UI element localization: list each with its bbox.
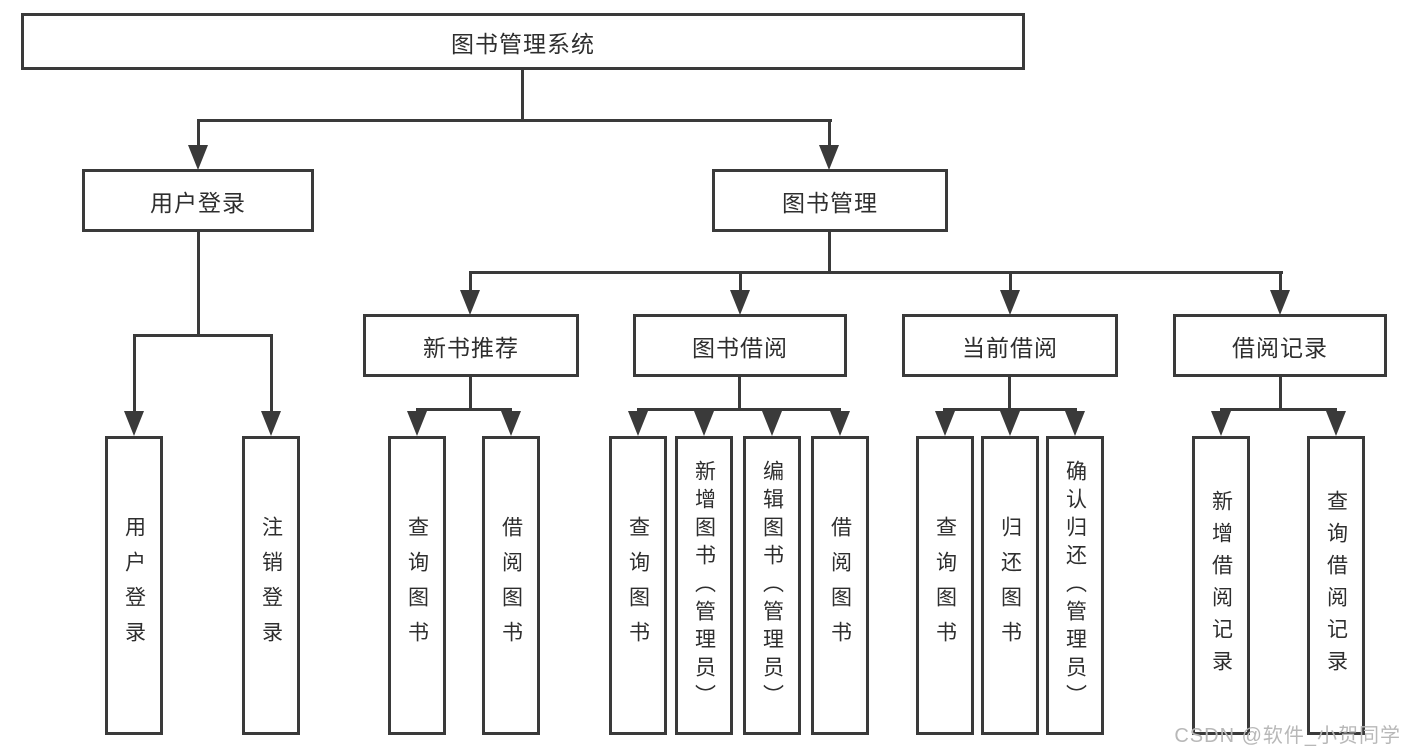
connector-leaf-drop	[133, 334, 136, 412]
connector-user-login-stem	[197, 232, 200, 334]
leaf-label: 用户登录	[122, 515, 146, 656]
arrow-down-icon	[1211, 411, 1231, 436]
connector-book-mgmt-stem	[828, 232, 831, 271]
leaf-label: 查询图书	[405, 515, 429, 656]
connector-new-book-splitter	[416, 408, 512, 411]
node-book-borrow-label: 图书借阅	[692, 334, 788, 361]
leaf-logout: 注销登录	[242, 436, 300, 735]
arrow-down-icon	[501, 411, 521, 436]
node-book-management-label: 图书管理	[782, 189, 878, 216]
csdn-watermark: CSDN @软件_小贺同学	[1174, 725, 1401, 747]
connector-current-borrow-stem	[1008, 377, 1011, 408]
leaf-label: 归还图书	[998, 515, 1022, 656]
node-current-borrow-label: 当前借阅	[962, 334, 1058, 361]
arrow-down-icon	[1000, 411, 1020, 436]
leaf-user-login: 用户登录	[105, 436, 163, 735]
leaf-label: 借阅图书	[828, 515, 852, 656]
leaf-add-borrow-record: 新增借阅记录	[1192, 436, 1250, 735]
connector-borrow-records-splitter	[1220, 408, 1337, 411]
node-root-library-system: 图书管理系统	[21, 13, 1025, 70]
node-book-management: 图书管理	[712, 169, 948, 232]
connector-root-stem	[521, 70, 524, 119]
arrow-down-icon	[935, 411, 955, 436]
leaf-borrow-books: 借阅图书	[811, 436, 869, 735]
node-root-label: 图书管理系统	[451, 30, 595, 57]
arrow-down-icon	[628, 411, 648, 436]
leaf-label: 编辑图书（管理员）	[760, 459, 784, 712]
leaf-query-books-recommend: 查询图书	[388, 436, 446, 735]
arrow-down-icon	[1326, 411, 1346, 436]
leaf-confirm-return-admin: 确认归还（管理员）	[1046, 436, 1104, 735]
node-new-book-recommend: 新书推荐	[363, 314, 579, 377]
leaf-borrow-books-recommend: 借阅图书	[482, 436, 540, 735]
connector-book-borrow-splitter	[637, 408, 841, 411]
leaf-add-books-admin: 新增图书（管理员）	[675, 436, 733, 735]
connector-user-login-drop	[197, 119, 200, 147]
leaf-query-borrow-record: 查询借阅记录	[1307, 436, 1365, 735]
leaf-label: 确认归还（管理员）	[1063, 459, 1087, 712]
connector-level3-drop	[1009, 271, 1012, 291]
arrow-down-icon	[819, 145, 839, 170]
leaf-label: 查询图书	[933, 515, 957, 656]
node-current-borrow: 当前借阅	[902, 314, 1118, 377]
leaf-label: 新增借阅记录	[1209, 489, 1233, 682]
arrow-down-icon	[188, 145, 208, 170]
arrow-down-icon	[1000, 290, 1020, 315]
node-user-login-label: 用户登录	[150, 189, 246, 216]
node-borrow-records: 借阅记录	[1173, 314, 1387, 377]
connector-level3-drop	[1279, 271, 1282, 291]
connector-level3-drop	[469, 271, 472, 291]
node-new-book-recommend-label: 新书推荐	[423, 334, 519, 361]
leaf-label: 注销登录	[259, 515, 283, 656]
connector-current-borrow-splitter	[943, 408, 1077, 411]
connector-borrow-records-stem	[1279, 377, 1282, 408]
node-user-login: 用户登录	[82, 169, 314, 232]
connector-book-borrow-stem	[738, 377, 741, 408]
arrow-down-icon	[830, 411, 850, 436]
connector-root-splitter	[197, 119, 832, 122]
arrow-down-icon	[124, 411, 144, 436]
connector-book-mgmt-splitter	[469, 271, 1283, 274]
leaf-label: 查询图书	[626, 515, 650, 656]
connector-level3-drop	[739, 271, 742, 291]
arrow-down-icon	[694, 411, 714, 436]
arrow-down-icon	[407, 411, 427, 436]
arrow-down-icon	[762, 411, 782, 436]
leaf-edit-books-admin: 编辑图书（管理员）	[743, 436, 801, 735]
connector-leaf-drop	[270, 334, 273, 412]
leaf-label: 查询借阅记录	[1324, 489, 1348, 682]
connector-user-login-splitter	[133, 334, 273, 337]
connector-new-book-stem	[469, 377, 472, 408]
leaf-query-books-current: 查询图书	[916, 436, 974, 735]
leaf-return-books: 归还图书	[981, 436, 1039, 735]
node-borrow-records-label: 借阅记录	[1232, 334, 1328, 361]
arrow-down-icon	[1270, 290, 1290, 315]
leaf-label: 借阅图书	[499, 515, 523, 656]
arrow-down-icon	[261, 411, 281, 436]
connector-book-mgmt-drop	[828, 119, 831, 147]
arrow-down-icon	[730, 290, 750, 315]
arrow-down-icon	[1065, 411, 1085, 436]
leaf-query-books-borrow: 查询图书	[609, 436, 667, 735]
leaf-label: 新增图书（管理员）	[692, 459, 716, 712]
arrow-down-icon	[460, 290, 480, 315]
node-book-borrow: 图书借阅	[633, 314, 847, 377]
